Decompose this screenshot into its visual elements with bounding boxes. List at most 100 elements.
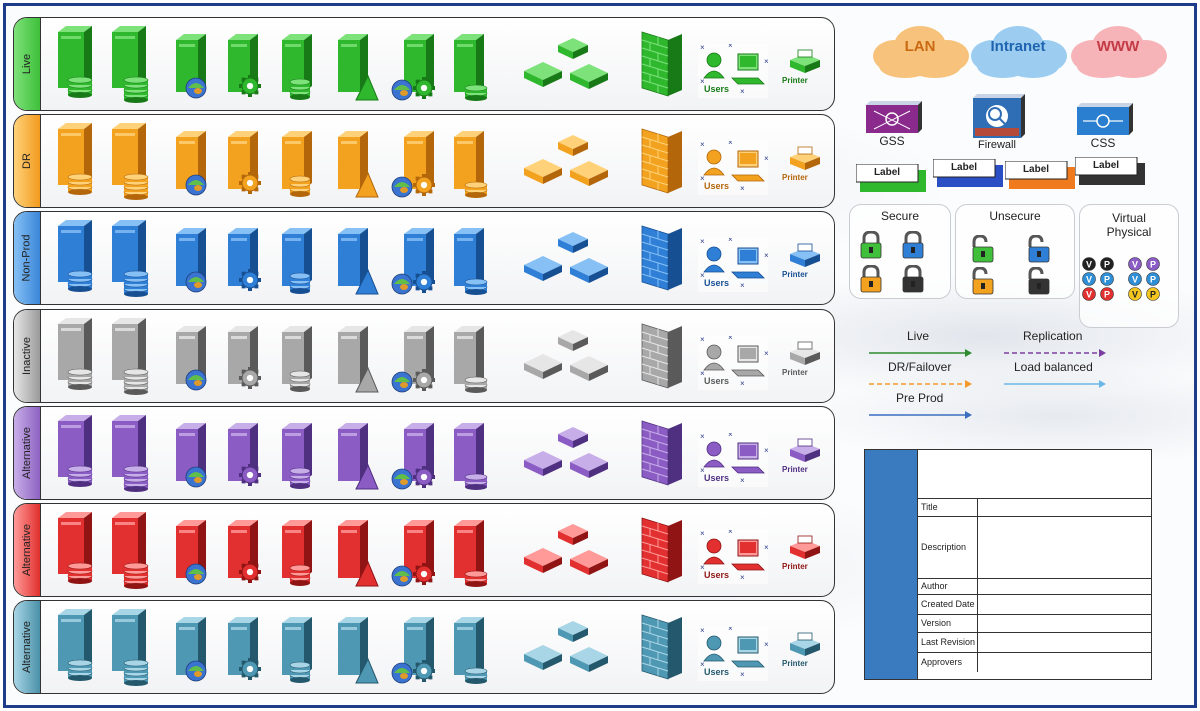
directory-server-icon: [334, 615, 380, 689]
secure-panel-title: Secure: [880, 209, 920, 223]
unsecure-panel: Unsecure: [955, 204, 1075, 299]
firewall-wall-icon: [640, 417, 684, 489]
svg-text:×: ×: [728, 238, 733, 244]
label-shape-text: Label: [1022, 164, 1050, 175]
title-block-field-value[interactable]: [975, 633, 1151, 652]
firewall-wall-icon: [640, 320, 684, 392]
cloud-icon: WWW: [1063, 22, 1173, 82]
svg-text:V: V: [1086, 290, 1092, 300]
row-label: Alternative: [21, 524, 34, 576]
legend-label: Live: [907, 329, 930, 343]
title-block-field-value[interactable]: [975, 498, 1151, 516]
svg-text:×: ×: [728, 336, 733, 342]
row-tab: Live: [14, 18, 41, 110]
web-server-icon: [172, 615, 214, 689]
network-appliance-icon: [522, 516, 614, 582]
storage-server-icon: [110, 121, 156, 203]
row-tab: Alternative: [14, 504, 41, 596]
legend-label: Replication: [1023, 329, 1083, 343]
users-label: Users: [704, 472, 730, 483]
label-shape-text: Label: [950, 162, 978, 173]
file-server-icon: [278, 518, 320, 592]
firewall-icon: Firewall: [973, 94, 1027, 151]
users-label: Users: [704, 278, 730, 289]
unsecure-lock-icon: [970, 266, 996, 295]
gss-icon: GSS: [866, 101, 924, 148]
svg-text:P: P: [1104, 290, 1110, 300]
svg-text:×: ×: [700, 466, 705, 475]
title-block-field-value[interactable]: [975, 653, 1151, 672]
firewall-wall-icon: [640, 611, 684, 683]
svg-text:P: P: [1150, 275, 1156, 285]
web-server-icon: [172, 32, 214, 106]
svg-text:V: V: [1132, 275, 1138, 285]
secure-panel: Secure: [849, 204, 951, 299]
secure-lock-icon: [858, 264, 884, 293]
title-block-field-label: Created Date: [918, 595, 978, 614]
svg-text:P: P: [1150, 290, 1156, 300]
web-application-server-icon: [390, 518, 436, 592]
printer-icon: Printer: [782, 631, 828, 679]
database-icon: [450, 518, 494, 592]
database-icon: [450, 324, 494, 398]
row-label: Live: [21, 53, 33, 75]
label-shape: Label: [932, 158, 1003, 187]
title-block-field-value[interactable]: [975, 595, 1151, 614]
application-server-icon: [224, 518, 266, 592]
svg-text:×: ×: [764, 446, 769, 455]
application-server-icon: [224, 226, 266, 300]
physical-label: Physical: [1106, 225, 1152, 239]
svg-text:×: ×: [740, 379, 745, 388]
svg-text:×: ×: [728, 627, 733, 633]
cloud-icon: LAN: [865, 22, 975, 82]
legend-connector: [1004, 345, 1106, 357]
row-tab: DR: [14, 115, 41, 208]
unsecure-panel-title: Unsecure: [989, 209, 1041, 223]
printer-label: Printer: [782, 173, 808, 183]
svg-text:P: P: [1150, 260, 1156, 270]
svg-text:×: ×: [764, 543, 769, 552]
unsecure-lock-icon: [1026, 266, 1052, 295]
title-block-field-value[interactable]: [975, 579, 1151, 594]
users-label: Users: [704, 667, 730, 678]
vp-badge-icon: V: [1128, 257, 1143, 271]
legend-connector: [869, 345, 972, 357]
vp-badge-icon: V: [1128, 287, 1143, 301]
svg-text:V: V: [1132, 260, 1138, 270]
svg-text:×: ×: [700, 271, 705, 280]
title-block-field-value[interactable]: [975, 615, 1151, 632]
svg-text:×: ×: [700, 238, 705, 246]
row-tab: Alternative: [14, 601, 41, 694]
directory-server-icon: [334, 226, 380, 300]
svg-text:×: ×: [728, 44, 733, 50]
device-label: Firewall: [978, 139, 1016, 151]
vp-badge-icon: V: [1082, 272, 1097, 286]
svg-text:V: V: [1086, 275, 1092, 285]
legend-label: DR/Failover: [888, 360, 952, 374]
row-tab: Non-Prod: [14, 212, 41, 305]
web-server-icon: [172, 518, 214, 592]
vp-badge-icon: V: [1082, 287, 1097, 301]
vp-badge-icon: P: [1100, 287, 1115, 301]
title-block-field-value[interactable]: [975, 517, 1151, 578]
storage-server-icon: [110, 413, 156, 495]
title-block-field-label: Author: [918, 579, 978, 594]
row-label: DR: [20, 153, 33, 170]
svg-text:×: ×: [728, 141, 733, 147]
svg-text:V: V: [1132, 290, 1138, 300]
title-block-row: Title: [918, 498, 1151, 517]
unsecure-lock-icon: [970, 234, 996, 263]
vp-badge-icon: P: [1100, 257, 1115, 271]
printer-label: Printer: [782, 76, 808, 85]
svg-text:×: ×: [700, 530, 705, 538]
title-block-row: Description: [918, 517, 1151, 579]
directory-server-icon: [334, 129, 380, 203]
title-block-row: Last Revision: [918, 633, 1151, 653]
